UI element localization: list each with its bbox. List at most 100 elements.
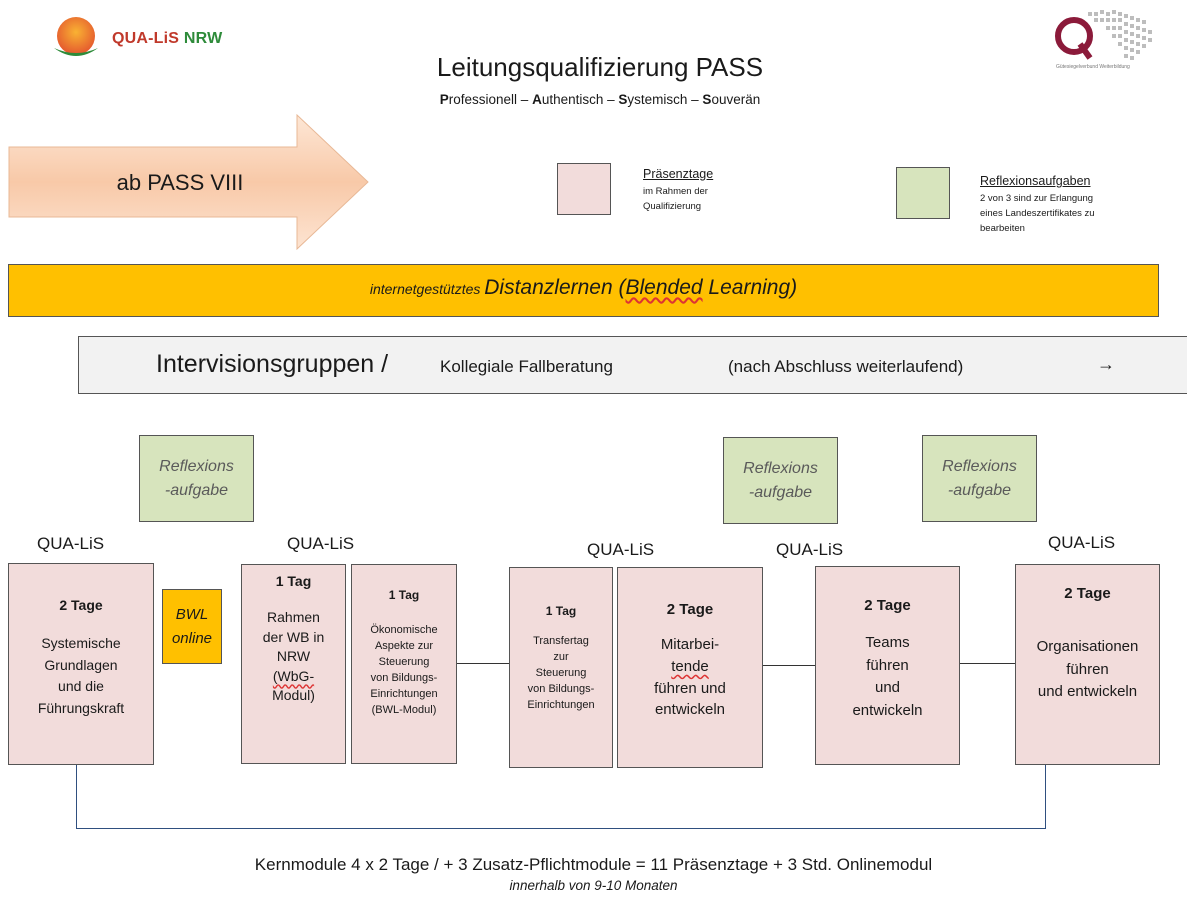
legend-presence-swatch (557, 163, 611, 215)
module-line: Steuerung (378, 655, 430, 668)
reflexion-task-line2: -aufgabe (947, 481, 1012, 499)
module-line: führen (866, 656, 909, 674)
footer-duration: innerhalb von 9-10 Monaten (509, 878, 678, 893)
intervision-note: (nach Abschluss weiterlaufend) (728, 357, 964, 376)
qualis-logo: QUA-LiS NRW (48, 14, 268, 64)
module-line: führen (1066, 660, 1109, 678)
module-line: Teams (865, 634, 910, 651)
module-line: und die (58, 678, 104, 695)
legend-presence-line2: Qualifizierung (643, 201, 702, 212)
module-days: 2 Tage (1064, 585, 1111, 602)
intervision-secondary: Kollegiale Fallberatung (440, 357, 613, 376)
provider-label: QUA-LiS (37, 534, 105, 553)
provider-label: QUA-LiS (1048, 533, 1116, 552)
nrw-map-icon (1055, 10, 1152, 60)
page-subtitle: Professionell – Authentisch – Systemisch… (250, 92, 950, 107)
guetesiegel-logo: Gütesiegelverbund Weiterbildung (1050, 8, 1168, 104)
module-days: 2 Tage (59, 597, 103, 613)
module-line: Systemische (41, 635, 121, 651)
distance-blended: Blended (625, 276, 703, 299)
legend-reflection-swatch (896, 167, 950, 219)
reflexion-task-line1: Reflexions (743, 459, 818, 477)
module-oekonomische-aspekte: 1 Tag Ökonomische Aspekte zur Steuerung … (351, 564, 457, 764)
right-arrow-icon: → (1097, 354, 1115, 374)
module-line: Modul) (272, 687, 315, 704)
reflexion-task-1: Reflexions -aufgabe (139, 435, 254, 522)
bwl-online-line2: online (171, 629, 213, 647)
guetesiegel-caption: Gütesiegelverbund Weiterbildung (1056, 64, 1130, 70)
module-line: Steuerung (535, 666, 587, 679)
connector-line (763, 665, 815, 666)
module-days: 2 Tage (864, 597, 911, 614)
pass-arrow-label: ab PASS VIII (116, 170, 244, 195)
distance-prefix: internetgestütztes (369, 281, 485, 297)
subtitle-p-rest: rofessionell – (448, 92, 533, 107)
module-days: 1 Tag (545, 604, 577, 618)
subtitle-a-initial: A (532, 92, 542, 107)
reflexion-task-line1: Reflexions (942, 457, 1017, 475)
module-line: tende (671, 657, 709, 675)
module-mitarbeitende: 2 Tage Mitarbei- tende führen und entwic… (617, 567, 763, 768)
qualis-brand: QUA-LiS NRW (112, 30, 222, 48)
module-line: entwickeln (654, 701, 726, 719)
module-line: Aspekte zur (374, 639, 434, 652)
qualis-brand-suffix: NRW (183, 30, 223, 47)
legend-reflection-line1: 2 von 3 sind zur Erlangung (980, 193, 1094, 204)
module-line: Führungskraft (37, 700, 125, 717)
reflexion-task-line2: -aufgabe (748, 483, 813, 501)
module-line: Transfertag (533, 635, 589, 647)
pass-arrow-shape (8, 114, 369, 250)
module-line: und (874, 679, 901, 696)
module-organisationen: 2 Tage Organisationen führen und entwick… (1015, 564, 1160, 765)
module-line: und entwickeln (1037, 683, 1138, 700)
module-systemische-grundlagen: 2 Tage Systemische Grundlagen und die Fü… (8, 563, 154, 765)
module-line: Organisationen (1036, 638, 1139, 655)
reflexion-task-line1: Reflexions (159, 457, 234, 475)
module-line: von Bildungs- (370, 671, 438, 684)
module-line: Grundlagen (44, 656, 118, 673)
distance-main: Distanzlernen ( (484, 276, 626, 299)
connector-line (457, 663, 509, 664)
module-days: 2 Tage (666, 601, 714, 618)
module-line: Mitarbei- (660, 636, 720, 653)
module-line: Einrichtungen (370, 687, 438, 700)
module-line: (WbG- (272, 667, 315, 684)
module-line: führen und (654, 679, 726, 697)
provider-label: QUA-LiS (287, 534, 355, 553)
footer-summary: Kernmodule 4 x 2 Tage / + 3 Zusatz-Pflic… (254, 855, 933, 874)
module-line: (BWL-Modul) (371, 703, 437, 716)
bwl-online-line1: BWL (175, 605, 209, 623)
module-days: 1 Tag (275, 573, 312, 589)
module-rahmen-wb: 1 Tag Rahmen der WB in NRW (WbG- Modul) (241, 564, 346, 764)
bracket-bottom-line (76, 828, 1046, 829)
bracket-left-line (76, 765, 77, 829)
subtitle-s2-rest: ouverän (711, 92, 761, 107)
intervision-bar (78, 336, 1187, 394)
subtitle-s1-initial: S (618, 92, 628, 107)
legend-reflection-line2: eines Landeszertifikates zu (980, 208, 1095, 219)
module-line: der WB in (262, 628, 325, 645)
sun-logo-icon (54, 17, 98, 56)
distance-learning-label: internetgestütztes Distanzlernen (Blende… (8, 276, 1159, 300)
legend-reflection-title: Reflexionsaufgaben (980, 174, 1091, 188)
module-transfertag: 1 Tag Transfertag zur Steuerung von Bild… (509, 567, 613, 768)
legend-presence-title: Präsenztage (643, 167, 714, 181)
bracket-right-line (1045, 765, 1046, 829)
subtitle-p-initial: P (439, 92, 449, 107)
subtitle-s2-initial: S (702, 92, 712, 107)
module-line: NRW (276, 648, 311, 665)
module-days: 1 Tag (388, 588, 420, 602)
module-line: Einrichtungen (527, 698, 595, 711)
page-title: Leitungsqualifizierung PASS (436, 52, 764, 82)
provider-label: QUA-LiS (587, 540, 655, 559)
module-line: Rahmen (267, 609, 320, 625)
distance-suffix: Learning) (702, 276, 798, 299)
reflexion-task-line2: -aufgabe (164, 481, 229, 499)
connector-line (960, 663, 1015, 664)
module-line: zur (553, 650, 569, 663)
qualis-brand-text: QUA-LiS (112, 30, 180, 47)
module-line: entwickeln (852, 701, 923, 719)
reflexion-task-3: Reflexions -aufgabe (922, 435, 1037, 522)
legend-reflection-line3: bearbeiten (980, 223, 1025, 234)
module-line: Ökonomische (370, 624, 438, 636)
